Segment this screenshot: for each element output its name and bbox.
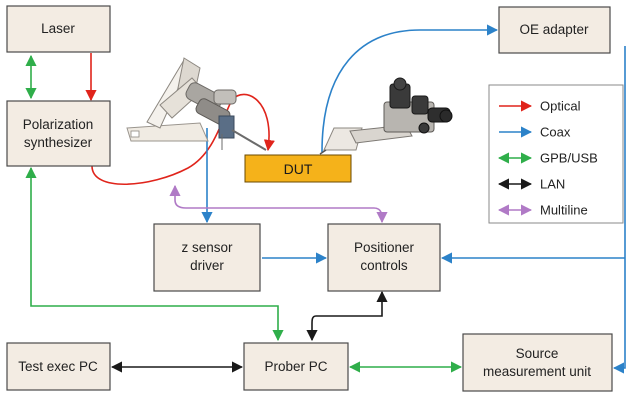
z-sensor-label-line2: driver: [190, 258, 224, 273]
positioner-controls-box: Positioner controls: [327, 223, 441, 292]
legend-label-optical: Optical: [540, 99, 581, 114]
positioner-label-line1: Positioner: [354, 240, 415, 255]
z-sensor-driver-box: z sensor driver: [153, 223, 261, 292]
legend-label-lan: LAN: [540, 177, 565, 192]
z-sensor-label-line1: z sensor: [181, 240, 233, 255]
legend-label-coax: Coax: [540, 125, 571, 140]
positioner-label-line2: controls: [360, 258, 408, 273]
laser-box: Laser: [6, 5, 111, 53]
polarization-label-line2: synthesizer: [24, 135, 93, 150]
oe-adapter-label: OE adapter: [519, 22, 589, 37]
polarization-label-line1: Polarization: [23, 117, 94, 132]
prober-pc-label: Prober PC: [264, 359, 327, 374]
dut-label: DUT: [284, 161, 313, 177]
gpb-connector-polarization-prober: [25, 166, 284, 342]
legend-label-gpb_usb: GPB/USB: [540, 151, 598, 166]
prober-pc-box: Prober PC: [243, 342, 349, 391]
legend-label-multiline: Multiline: [540, 203, 588, 218]
lan-connector-positioner-prober: [306, 290, 388, 342]
polarization-synthesizer-box: Polarization synthesizer: [6, 100, 111, 167]
test-exec-pc-box: Test exec PC: [6, 342, 111, 391]
smu-label-line2: measurement unit: [483, 364, 591, 379]
electrical-probe-positioner-illustration: [319, 77, 453, 155]
oe-adapter-box: OE adapter: [498, 6, 611, 54]
smu-label-line1: Source: [516, 346, 559, 361]
coax-connector-dut-to-oe: [321, 24, 499, 153]
coax-connector-oe-to-smu: [612, 46, 626, 374]
source-measurement-unit-box: Source measurement unit: [462, 333, 613, 392]
test-exec-pc-label: Test exec PC: [18, 359, 98, 374]
laser-label: Laser: [41, 21, 75, 36]
dut-block: DUT: [244, 154, 352, 183]
optical-probe-positioner-illustration: [126, 57, 267, 151]
multiline-connector: [169, 184, 388, 224]
